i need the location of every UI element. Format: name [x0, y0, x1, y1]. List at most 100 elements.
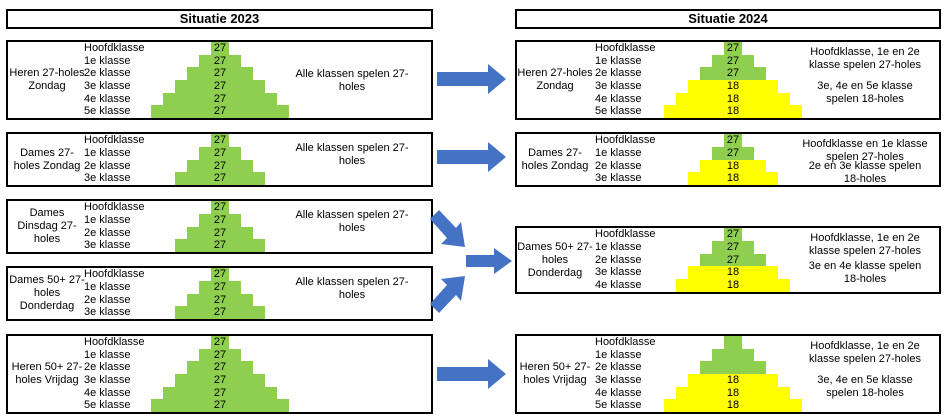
- pyramid-bar: [724, 42, 742, 55]
- holes-value: 27: [213, 134, 227, 146]
- holes-value: 27: [213, 226, 227, 239]
- level-label: 1e klasse: [84, 54, 131, 67]
- note-text: 3e, 4e en 5e klasse spelen 18-holes: [817, 374, 913, 399]
- level-label: 3e klasse: [595, 80, 642, 92]
- note-text: Hoofdklasse, 1e en 2e klasse spelen 27-h…: [809, 232, 921, 257]
- pyramid-bar: [688, 266, 778, 280]
- pyramid-bar: [187, 159, 253, 173]
- pyramid-bar: [187, 361, 253, 375]
- holes-value: 27: [213, 159, 227, 172]
- pyramid-bar: [175, 239, 265, 253]
- note-text: Alle klassen spelen 27-holes: [295, 68, 409, 93]
- level-label: 5e klasse: [84, 399, 131, 412]
- level-label: 1e klasse: [595, 240, 642, 253]
- note-text: 2e en 3e klasse spelen 18-holes: [808, 159, 922, 185]
- holes-value: 27: [213, 172, 227, 185]
- level-label: 2e klasse: [84, 293, 131, 306]
- holes-value: 27: [726, 67, 740, 80]
- pyramid-bar: [199, 213, 241, 227]
- holes-value: 18: [726, 279, 740, 292]
- holes-value: 27: [213, 348, 227, 361]
- level-label: 1e klasse: [84, 213, 131, 226]
- group-label: Dames Dinsdag 27-holes: [17, 207, 77, 245]
- pyramid-bar: [175, 306, 265, 320]
- holes-value: 27: [726, 228, 740, 240]
- group-label: Dames 50+ 27-holes Donderdag: [517, 240, 593, 279]
- holes-value: 18: [726, 266, 740, 279]
- note-text: Alle klassen spelen 27-holes: [295, 276, 409, 301]
- level-label: Hoofdklasse: [595, 228, 656, 240]
- arrow-merge-right-icon: [466, 248, 512, 274]
- holes-value: 18: [726, 374, 740, 386]
- level-label: 2e klasse: [84, 361, 131, 374]
- level-label: 3e klasse: [84, 80, 131, 92]
- holes-value: 27: [726, 54, 740, 67]
- note-text: Alle klassen spelen 27-holes: [295, 209, 409, 234]
- level-label: 2e klasse: [595, 361, 642, 374]
- level-label: Hoofdklasse: [84, 336, 145, 348]
- level-label: 3e klasse: [595, 266, 642, 279]
- level-label: 3e klasse: [84, 306, 131, 319]
- holes-value: 27: [726, 42, 740, 54]
- holes-value: 27: [213, 146, 227, 159]
- holes-value: 27: [213, 105, 227, 118]
- pyramid-bar: [700, 159, 766, 173]
- holes-value: 27: [213, 67, 227, 80]
- note-text: Hoofdklasse en 1e klasse spelen 27-holes: [802, 138, 928, 163]
- holes-value: 18: [726, 159, 740, 172]
- holes-value: 27: [213, 361, 227, 374]
- level-label: Hoofdklasse: [84, 201, 145, 213]
- pyramid-bar: [676, 279, 790, 293]
- pyramid-bar: [724, 336, 742, 349]
- level-label: Hoofdklasse: [84, 134, 145, 146]
- level-label: 4e klasse: [595, 92, 642, 105]
- group-label: Dames 50+ 27-holes Donderdag: [9, 274, 85, 312]
- level-label: Hoofdklasse: [595, 134, 656, 146]
- level-label: 2e klasse: [595, 67, 642, 80]
- level-label: 2e klasse: [84, 67, 131, 80]
- group-label: Heren 50+ 27-holes Vrijdag: [11, 361, 83, 386]
- holes-value: 27: [213, 386, 227, 399]
- pyramid-bar: [199, 280, 241, 294]
- header-situatie-2023: Situatie 2023: [6, 9, 433, 29]
- pyramid-bar: [199, 348, 241, 362]
- level-label: 3e klasse: [595, 374, 642, 386]
- pyramid-bar: [700, 253, 766, 267]
- pyramid-bar: [211, 201, 229, 214]
- level-label: 5e klasse: [84, 105, 131, 118]
- level-label: 3e klasse: [84, 172, 131, 185]
- pyramid-bar: [712, 54, 754, 68]
- level-label: 1e klasse: [84, 146, 131, 159]
- pyramid-bar: [688, 374, 778, 387]
- level-label: 2e klasse: [595, 253, 642, 266]
- holes-value: 27: [213, 92, 227, 105]
- pyramid-bar: [187, 293, 253, 307]
- pyramid-bar: [211, 42, 229, 55]
- note-text: 3e en 4e klasse spelen 18-holes: [808, 260, 922, 285]
- level-label: 5e klasse: [595, 399, 642, 412]
- level-label: 2e klasse: [84, 226, 131, 239]
- pyramid-bar: [688, 80, 778, 93]
- level-label: 1e klasse: [84, 348, 131, 361]
- holes-value: 27: [213, 280, 227, 293]
- holes-value: 27: [726, 253, 740, 266]
- pyramid-bar: [700, 361, 766, 375]
- level-label: 4e klasse: [84, 92, 131, 105]
- group-label: Dames 27-holes Zondag: [521, 146, 589, 172]
- level-label: 3e klasse: [84, 239, 131, 252]
- arrow-diagonal-down-icon: [430, 210, 465, 247]
- group-label: Heren 50+ 27-holes Vrijdag: [519, 361, 591, 386]
- level-label: Hoofdklasse: [595, 336, 656, 348]
- pyramid-bar: [700, 67, 766, 81]
- holes-value: 27: [213, 213, 227, 226]
- pyramid-bar: [151, 399, 289, 413]
- level-label: 2e klasse: [595, 159, 642, 172]
- pyramid-bar: [676, 386, 790, 400]
- holes-value: 18: [726, 92, 740, 105]
- pyramid-bar: [712, 348, 754, 362]
- pyramid-bar: [676, 92, 790, 106]
- holes-value: 27: [213, 399, 227, 412]
- level-label: Hoofdklasse: [84, 42, 145, 54]
- holes-value: 27: [213, 201, 227, 213]
- holes-value: 27: [726, 146, 740, 159]
